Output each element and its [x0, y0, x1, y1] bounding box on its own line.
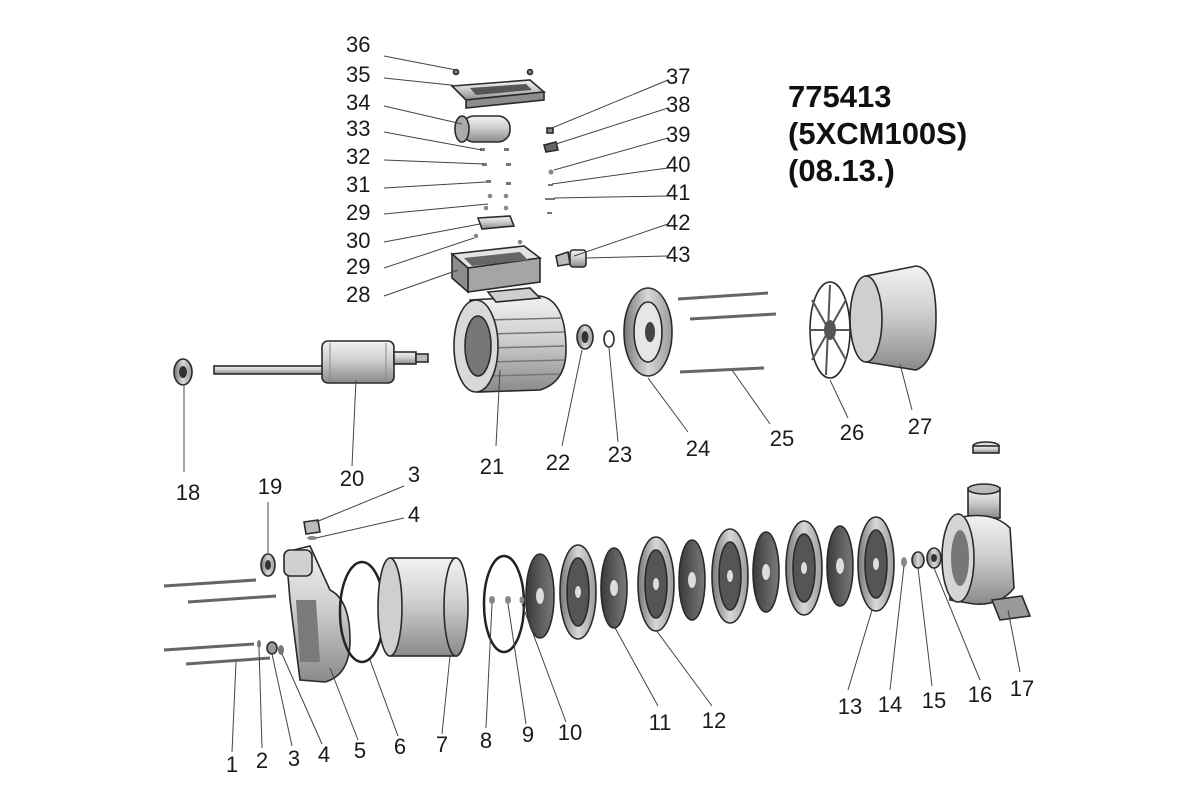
callout-17: 17: [1010, 676, 1034, 701]
callout-9: 9: [522, 722, 534, 747]
callout-37: 37: [666, 64, 690, 89]
callout-15: 15: [922, 688, 946, 713]
callout-43: 43: [666, 242, 690, 267]
side-fasteners-37-41: [543, 127, 559, 214]
callout-4-lower: 4: [318, 742, 330, 767]
model-code: (5XCM100S): [788, 116, 968, 151]
callout-8: 8: [480, 728, 492, 753]
terminal-block-30: [476, 215, 516, 230]
callout-2: 2: [256, 748, 268, 773]
callout-20: 20: [340, 466, 364, 491]
callout-28: 28: [346, 282, 370, 307]
callout-41: 41: [666, 180, 690, 205]
o-ring-8: [482, 554, 526, 654]
pump-sleeve-7: [377, 557, 469, 657]
callout-29-lower: 29: [346, 254, 370, 279]
callout-24: 24: [686, 436, 710, 461]
callout-29-upper: 29: [346, 200, 370, 225]
rotor-shaft-20: [213, 340, 429, 384]
model-info: 775413 (5XCM100S) (08.13.): [788, 78, 967, 189]
model-number: 775413: [788, 79, 892, 114]
callout-3-upper: 3: [408, 462, 420, 487]
callout-19: 19: [258, 474, 282, 499]
bearing-22: [576, 324, 594, 350]
tie-rods-25: [677, 291, 777, 374]
callout-5: 5: [354, 738, 366, 763]
callout-4-upper: 4: [408, 502, 420, 527]
callout-7: 7: [436, 732, 448, 757]
outlet-plug: [972, 441, 1000, 454]
callout-42: 42: [666, 210, 690, 235]
impeller-stages-11-12: [525, 516, 895, 640]
callout-22: 22: [546, 450, 570, 475]
callout-6: 6: [394, 734, 406, 759]
callout-13: 13: [838, 694, 862, 719]
leader-lines: [183, 55, 1021, 753]
terminal-box-28: [450, 245, 543, 294]
motor-housing-21: [453, 287, 567, 393]
nuts-washers-2-4: [257, 640, 284, 655]
callout-12: 12: [702, 708, 726, 733]
seal-19: [260, 553, 276, 577]
callout-35: 35: [346, 62, 370, 87]
callout-39: 39: [666, 122, 690, 147]
callout-1: 1: [226, 752, 238, 777]
callout-31: 31: [346, 172, 370, 197]
callout-11: 11: [649, 710, 672, 735]
small-fasteners-29-33: [473, 148, 523, 245]
callout-34: 34: [346, 90, 370, 115]
terminal-cover-35: [450, 79, 546, 109]
callout-38: 38: [666, 92, 690, 117]
wave-washer-23: [603, 330, 615, 348]
callout-26: 26: [840, 420, 864, 445]
callout-33: 33: [346, 116, 370, 141]
callout-36: 36: [346, 32, 370, 57]
pump-casing-17: [941, 483, 1032, 621]
callout-23: 23: [608, 442, 632, 467]
callout-14: 14: [878, 692, 902, 717]
pump-bracket-5: [283, 545, 351, 683]
callout-25: 25: [770, 426, 794, 451]
fan-cover-27: [849, 265, 937, 371]
cable-gland-42-43: [555, 249, 587, 268]
model-date: (08.13.): [788, 153, 895, 188]
plug-3-4: [303, 519, 321, 540]
fan-26: [809, 281, 851, 379]
shaft-parts-14-16: [901, 547, 942, 569]
callout-labels: 36 35 34 33 32 31 29 30 29 28 37 38 39 4…: [176, 32, 1034, 777]
callout-27: 27: [908, 414, 932, 439]
spacers-8-10: [489, 596, 525, 604]
callout-16: 16: [968, 682, 992, 707]
callout-40: 40: [666, 152, 690, 177]
terminal-cover-screw-36: [452, 68, 534, 76]
callout-21: 21: [480, 454, 504, 479]
callout-18: 18: [176, 480, 200, 505]
capacitor-34: [454, 115, 511, 143]
callout-3-lower: 3: [288, 746, 300, 771]
callout-32: 32: [346, 144, 370, 169]
end-shield-24: [623, 287, 673, 377]
long-tie-rods-1: [163, 578, 277, 666]
callout-30: 30: [346, 228, 370, 253]
callout-10: 10: [558, 720, 582, 745]
bearing-18: [173, 358, 193, 386]
